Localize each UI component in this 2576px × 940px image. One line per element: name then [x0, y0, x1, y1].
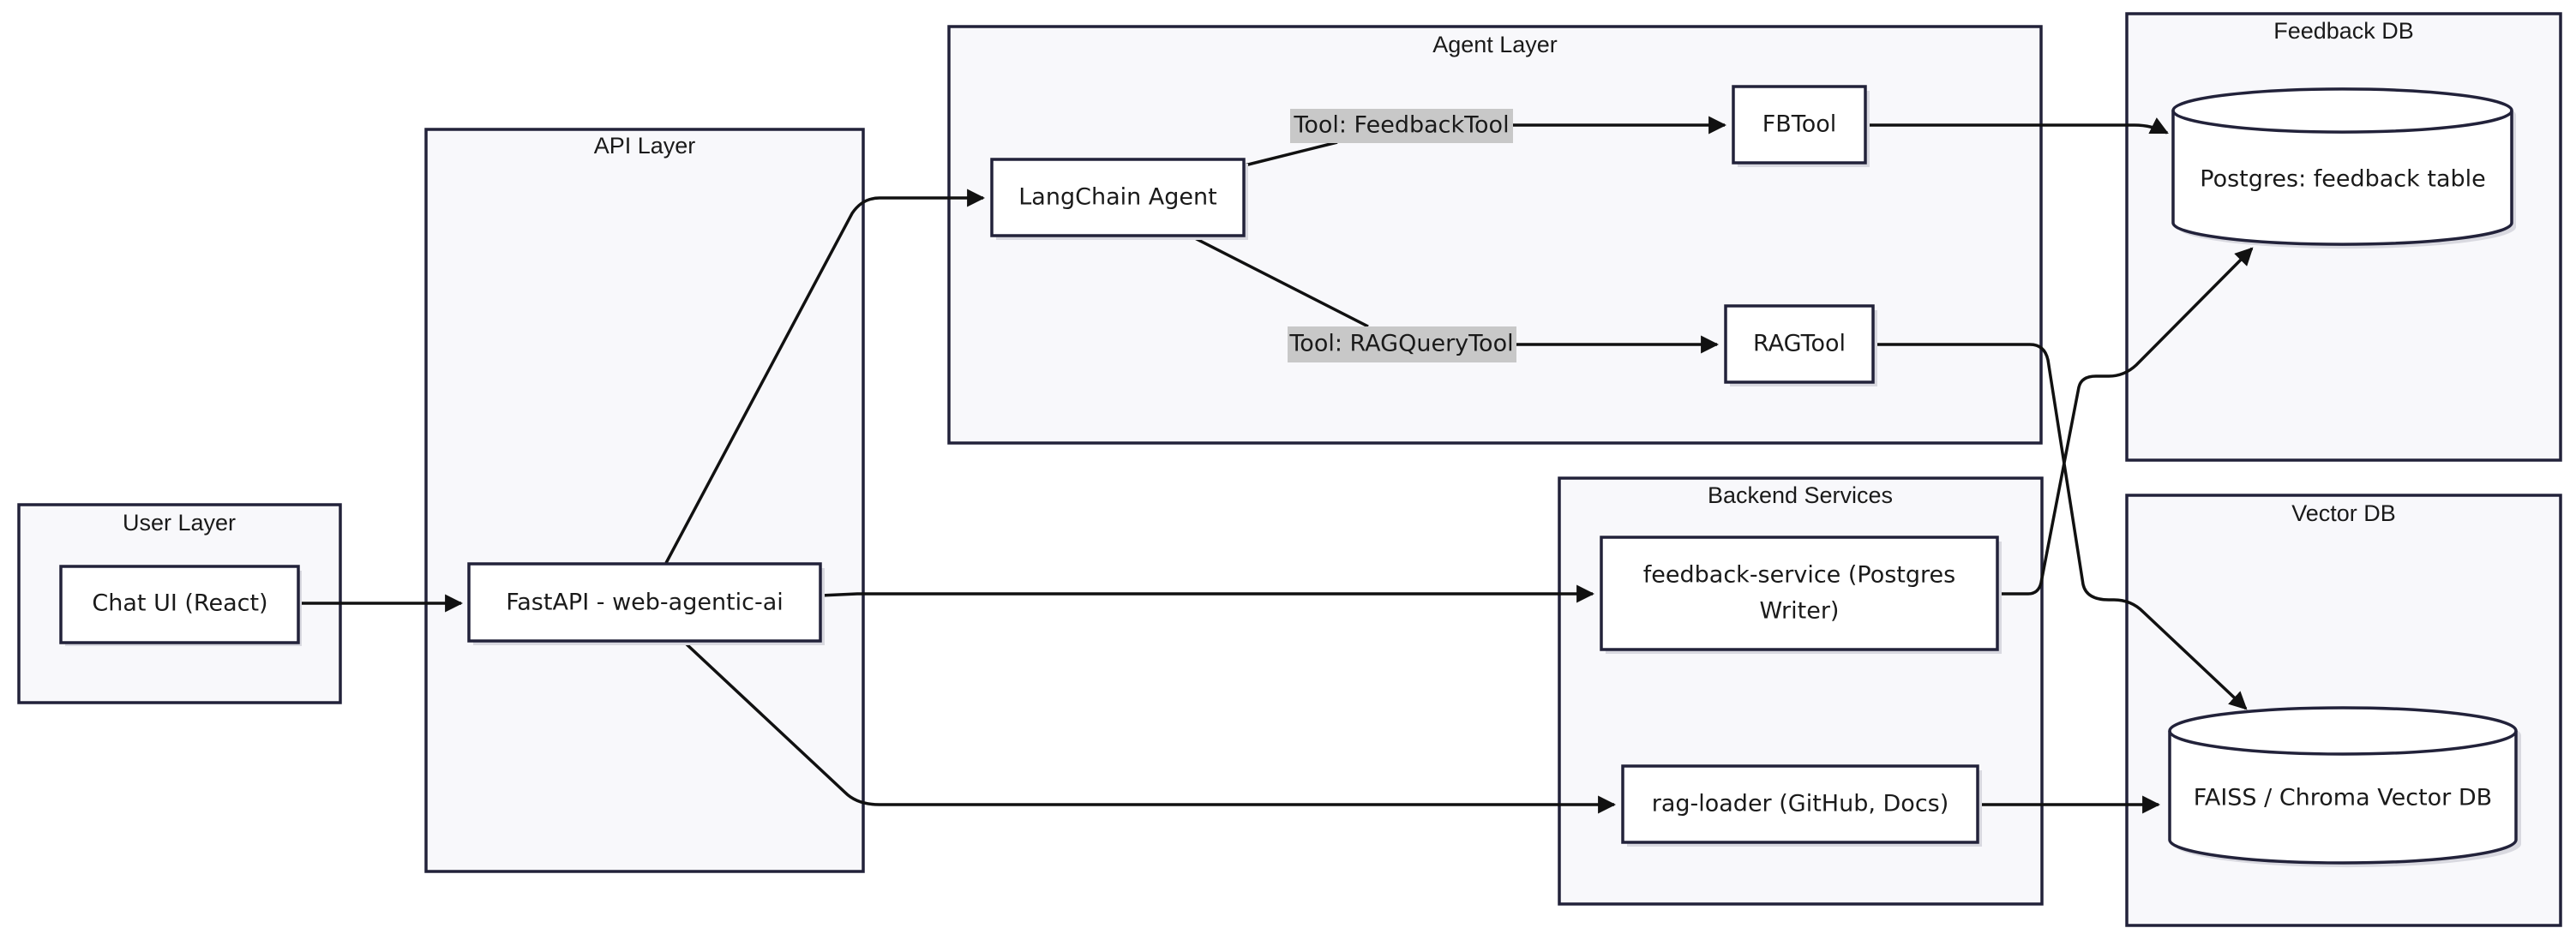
edge-agent-to-feedbacktool-label [1244, 141, 1338, 167]
node-rag-loader-label: rag-loader (GitHub, Docs) [1652, 791, 1949, 817]
node-rag-loader[interactable]: rag-loader (GitHub, Docs) [1621, 764, 1982, 847]
edge-fastapi-to-feedback-service [820, 584, 1595, 603]
node-ragtool-label: RAGTool [1753, 331, 1846, 357]
node-faiss-db[interactable]: FAISS / Chroma Vector DB [2168, 706, 2521, 868]
edge-fastapi-to-rag-loader [684, 642, 1617, 814]
cluster-api-layer: API Layer [424, 128, 865, 873]
node-langchain-agent[interactable]: LangChain Agent [990, 158, 1248, 240]
cluster-user-layer-label: User Layer [123, 510, 236, 536]
cluster-api-layer-label: API Layer [594, 133, 696, 159]
edge-agent-to-ragquerytool-label [1192, 236, 1369, 328]
edge-label-feedback-tool: Tool: FeedbackTool [1290, 109, 1513, 143]
node-fastapi[interactable]: FastAPI - web-agentic-ai [467, 562, 825, 645]
node-postgres-db[interactable]: Postgres: feedback table [2171, 87, 2516, 249]
node-feedback-service-label-line1: feedback-service (Postgres [1643, 562, 1955, 589]
node-fbtool-label: FBTool [1762, 111, 1837, 138]
node-chat-ui[interactable]: Chat UI (React) [59, 565, 302, 646]
node-fbtool[interactable]: FBTool [1732, 85, 1870, 167]
node-ragtool[interactable]: RAGTool [1724, 304, 1877, 386]
node-postgres-db-label: Postgres: feedback table [2200, 166, 2486, 193]
cluster-feedback-db-label: Feedback DB [2273, 18, 2414, 44]
edge-feedback-service-to-postgres [1997, 247, 2254, 596]
edge-label-feedback-tool-text: Tool: FeedbackTool [1293, 112, 1509, 139]
edge-ragtool-to-faiss [1873, 343, 2248, 710]
node-chat-ui-label: Chat UI (React) [92, 590, 267, 617]
node-faiss-db-label: FAISS / Chroma Vector DB [2194, 785, 2492, 811]
node-langchain-agent-label: LangChain Agent [1018, 184, 1216, 211]
node-fastapi-label: FastAPI - web-agentic-ai [506, 590, 784, 616]
cluster-vector-db-label: Vector DB [2291, 500, 2396, 526]
edge-fastapi-to-agent [664, 189, 986, 564]
edge-label-ragquery-tool: Tool: RAGQueryTool [1288, 326, 1516, 362]
edge-label-ragquery-tool-text: Tool: RAGQueryTool [1288, 331, 1513, 357]
cluster-agent-layer-label: Agent Layer [1432, 32, 1558, 57]
node-feedback-service[interactable]: feedback-service (Postgres Writer) [1600, 536, 2002, 654]
cluster-backend-services-label: Backend Services [1708, 482, 1893, 508]
edge-fbtool-to-postgres [1865, 117, 2169, 135]
node-feedback-service-label-line2: Writer) [1760, 598, 1840, 625]
edges [298, 116, 2254, 814]
